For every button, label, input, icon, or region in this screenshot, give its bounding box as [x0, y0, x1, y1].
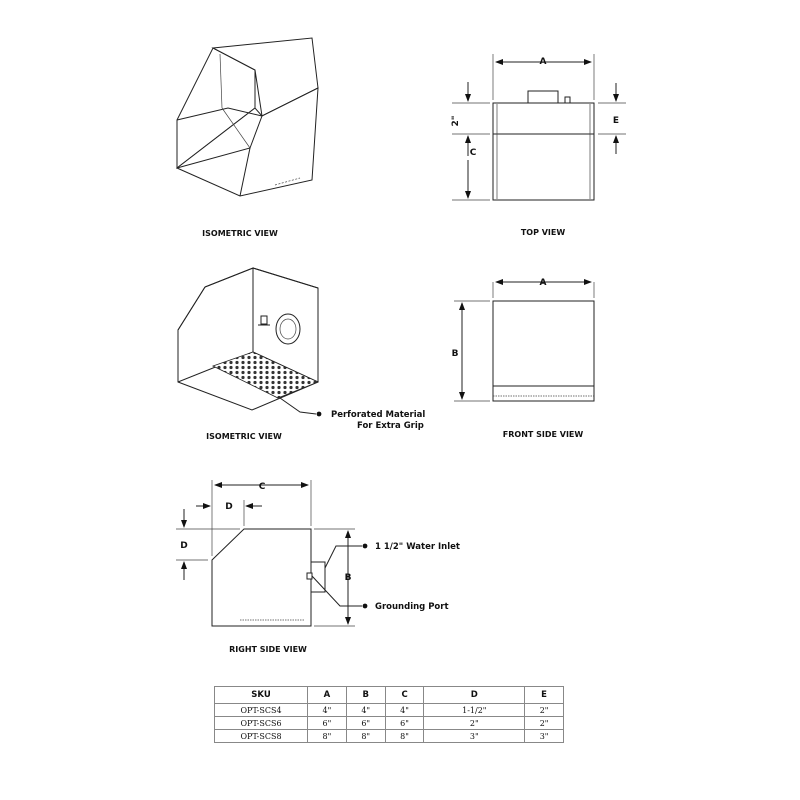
cell-d: 1-1/2": [423, 703, 526, 717]
perforated-grip-surface: [211, 351, 320, 399]
table-row: OPT-SCS6 6" 6" 6" 2" 2": [214, 716, 564, 730]
cell-d: 3": [423, 729, 526, 743]
isometric-view-label-bottom: ISOMETRIC VIEW: [206, 432, 282, 441]
right-view-dim-c: C: [259, 482, 266, 492]
right-view-dim-d-top: D: [225, 502, 232, 512]
cell-b: 8": [345, 729, 386, 743]
cell-b: 6": [345, 716, 386, 730]
top-view: [452, 54, 626, 201]
front-view-label: FRONT SIDE VIEW: [503, 430, 584, 439]
right-view-dim-d-left: D: [180, 541, 187, 551]
cell-sku: OPT-SCS4: [214, 703, 308, 717]
front-view-dim-b: B: [452, 349, 459, 359]
cell-sku: OPT-SCS8: [214, 729, 308, 743]
sku-dimension-table: SKU A B C D E OPT-SCS4 4" 4" 4" 1-1/2" 2…: [214, 686, 564, 743]
top-view-label: TOP VIEW: [521, 228, 566, 237]
cell-e: 2": [524, 716, 564, 730]
top-view-dim-e: E: [613, 116, 619, 126]
cell-c: 6": [384, 716, 425, 730]
right-view-dim-b: B: [345, 573, 352, 583]
isometric-view-bottom: [177, 267, 320, 411]
front-side-view: [454, 279, 595, 402]
cell-a: 4": [307, 703, 347, 717]
isometric-view-label-top: ISOMETRIC VIEW: [202, 229, 278, 238]
table-header-row: SKU A B C D E: [214, 686, 564, 704]
table-row: OPT-SCS4 4" 4" 4" 1-1/2" 2": [214, 703, 564, 717]
right-side-view: [176, 480, 355, 627]
cell-d: 2": [423, 716, 526, 730]
cell-a: 6": [307, 716, 347, 730]
cell-e: 2": [524, 703, 564, 717]
perforated-callout-line2: For Extra Grip: [357, 421, 424, 431]
right-view-label: RIGHT SIDE VIEW: [229, 645, 307, 654]
table-row: OPT-SCS8 8" 8" 8" 3" 3": [214, 729, 564, 743]
top-view-dim-a: A: [540, 57, 547, 67]
perforated-callout-dot: [316, 411, 322, 417]
header-c: C: [384, 686, 425, 704]
cell-c: 8": [384, 729, 425, 743]
front-view-dim-a: A: [540, 278, 547, 288]
water-inlet-callout-dot: [362, 543, 368, 549]
water-inlet-callout: 1 1/2" Water Inlet: [375, 542, 460, 552]
cell-sku: OPT-SCS6: [214, 716, 308, 730]
top-view-dim-2in: 2": [451, 116, 461, 127]
header-e: E: [524, 686, 564, 704]
grounding-callout-dot: [362, 603, 368, 609]
header-b: B: [345, 686, 386, 704]
cell-e: 3": [524, 729, 564, 743]
cell-a: 8": [307, 729, 347, 743]
cell-c: 4": [384, 703, 425, 717]
header-a: A: [307, 686, 347, 704]
isometric-view-top: [176, 37, 319, 197]
perforated-callout-line1: Perforated Material: [331, 410, 425, 420]
top-view-dim-c: C: [470, 148, 477, 158]
header-d: D: [423, 686, 526, 704]
header-sku: SKU: [214, 686, 308, 704]
grounding-port-callout: Grounding Port: [375, 602, 449, 612]
cell-b: 4": [345, 703, 386, 717]
